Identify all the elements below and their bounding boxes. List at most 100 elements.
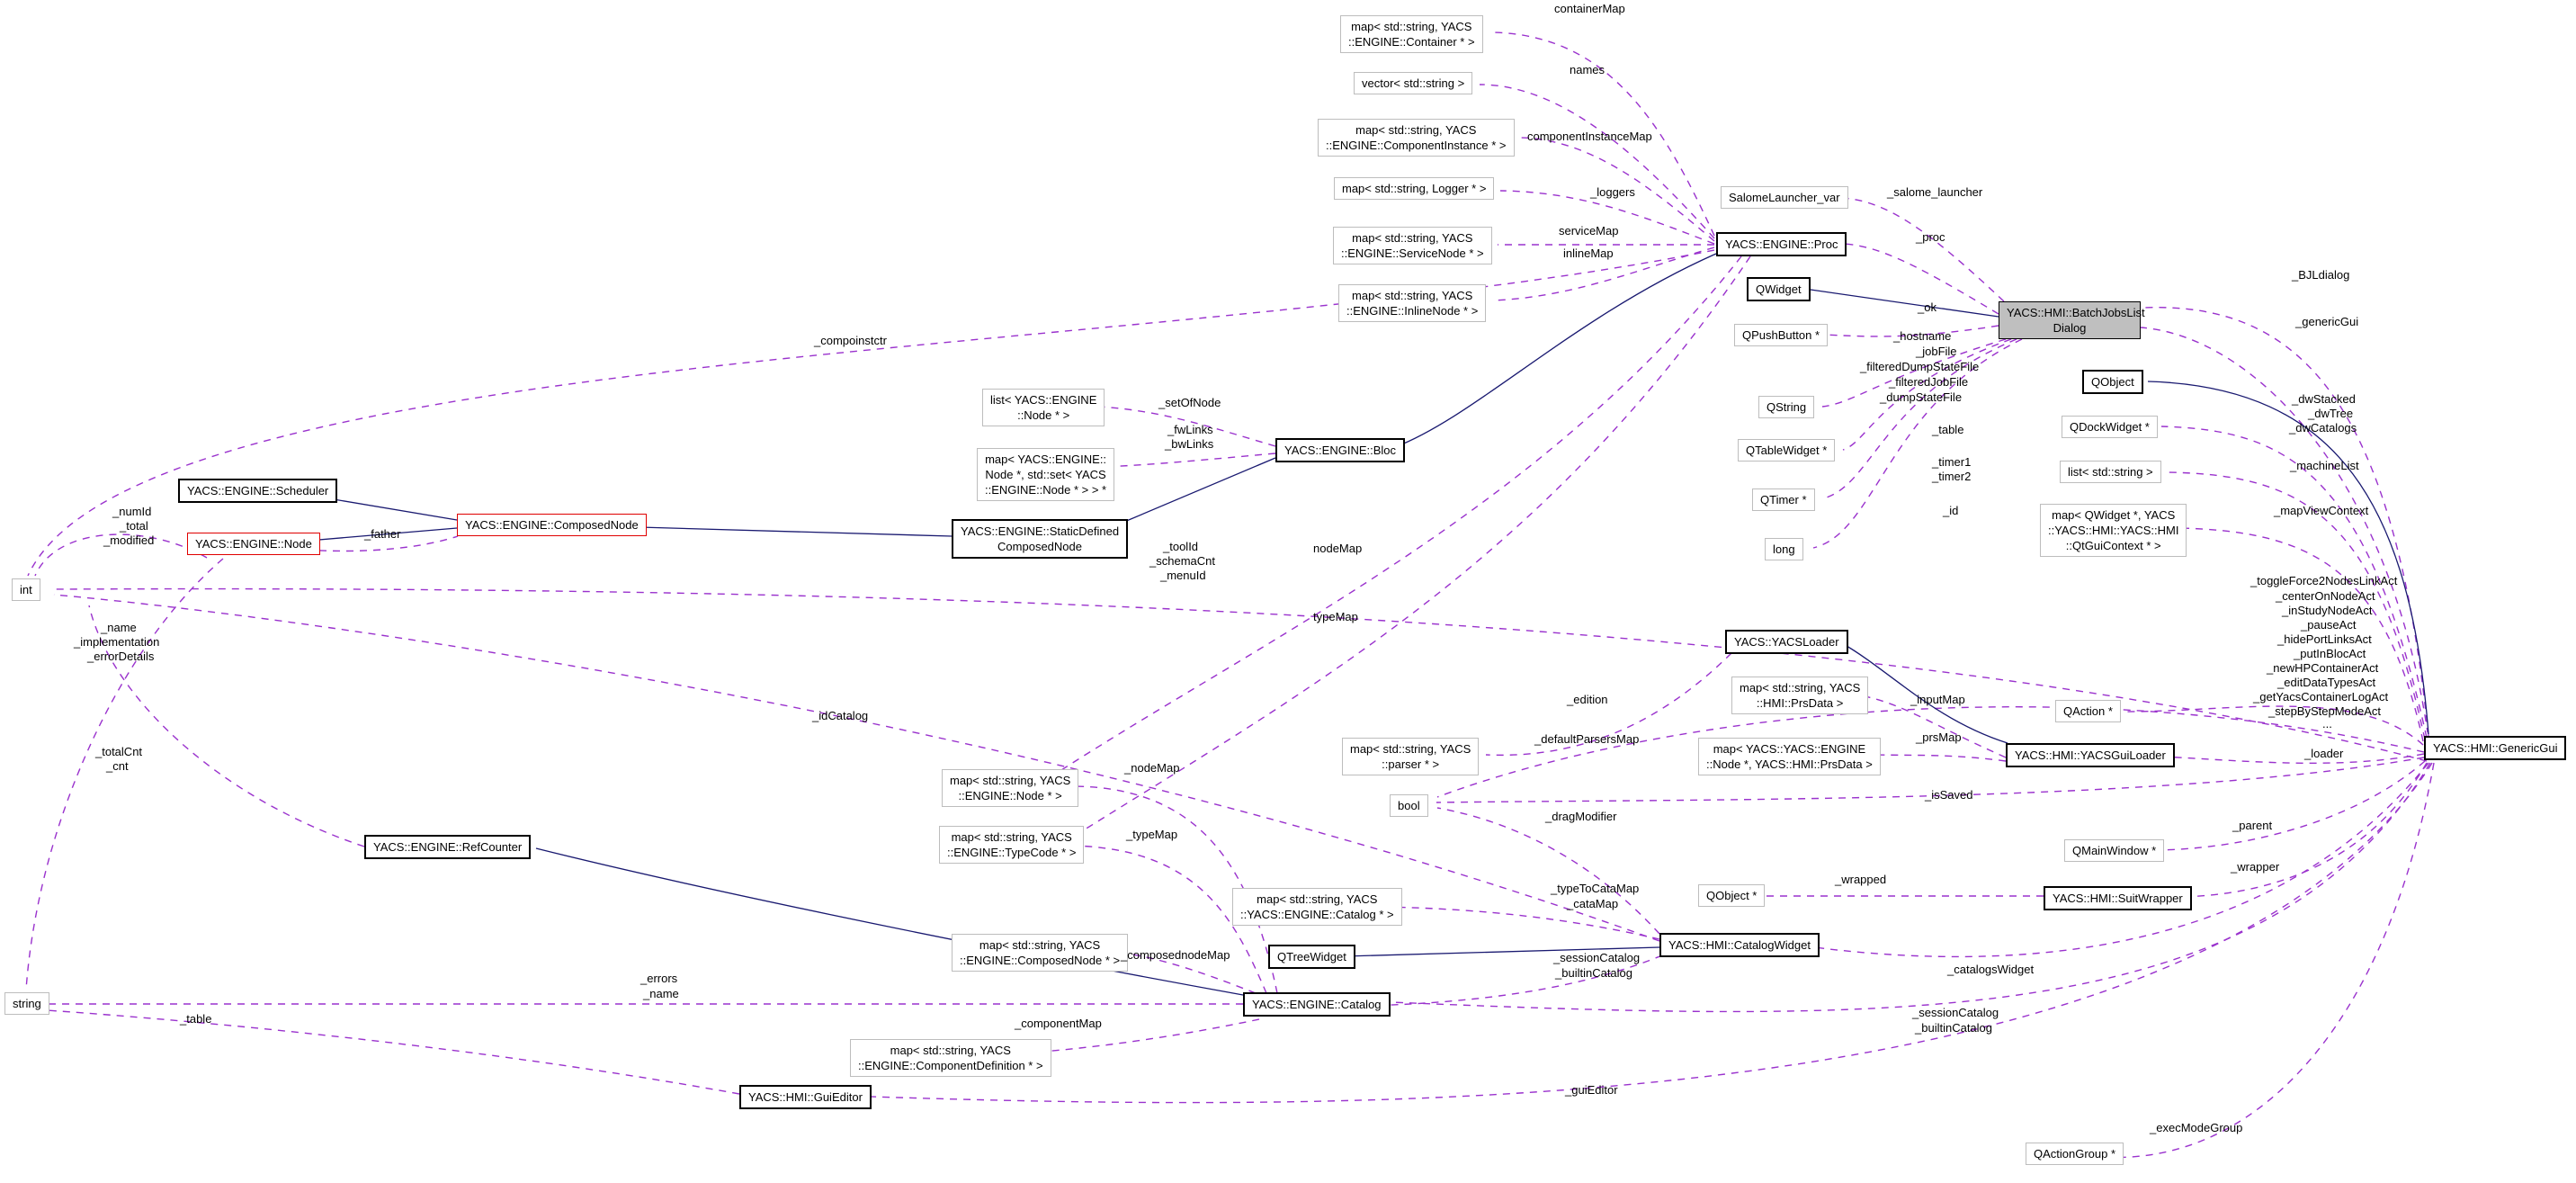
class-box-yacs-engine-scheduler[interactable]: YACS::ENGINE::Scheduler: [178, 479, 338, 504]
edge-label-schemacnt: _schemaCnt: [1149, 554, 1215, 568]
edge-label-salome-launcher: _salome_launcher: [1887, 185, 1983, 199]
edge-label-implementation: _implementation: [74, 635, 160, 649]
edge-label-componentmap: _componentMap: [1015, 1017, 1102, 1030]
edge-guieditor-string-table: [46, 1009, 740, 1095]
edge-label-toolid: _toolId: [1163, 540, 1199, 553]
edge-label-dwcatalogs: _dwCatalogs: [2289, 421, 2357, 435]
type-box-container-map: map< std::string, YACS ::ENGINE::Contain…: [1340, 15, 1483, 54]
edge-label-name: _name: [101, 621, 137, 634]
class-box-refcounter[interactable]: YACS::ENGINE::RefCounter: [364, 835, 532, 860]
edge-guiloader-mapnodeprs-prsmap: [1874, 754, 2007, 762]
edge-label-name2: _name: [643, 987, 679, 1000]
type-box-bool: bool: [1390, 794, 1428, 818]
class-box-yacsloader[interactable]: YACS::YACSLoader: [1725, 630, 1848, 655]
edge-label-cnt: _cnt: [106, 759, 129, 773]
type-box-map-node-prsdata: map< YACS::YACS::ENGINE ::Node *, YACS::…: [1698, 738, 1881, 776]
edge-label-typemap: typeMap: [1313, 610, 1358, 623]
class-box-guieditor[interactable]: YACS::HMI::GuiEditor: [739, 1085, 872, 1110]
edge-label-toggleforce2nodeslinkact: _toggleForce2NodesLinkAct: [2250, 574, 2398, 587]
edge-label-wrapped: _wrapped: [1835, 873, 1887, 886]
type-box-map-string-node: map< std::string, YACS ::ENGINE::Node * …: [942, 769, 1079, 808]
type-box-map-typecode: map< std::string, YACS ::ENGINE::TypeCod…: [939, 826, 1085, 865]
edge-refcounter-int: [88, 605, 365, 847]
edge-label-names: names: [1570, 63, 1606, 76]
class-box-yacs-engine-bloc[interactable]: YACS::ENGINE::Bloc: [1275, 438, 1406, 463]
class-box-batchjobslistdialog[interactable]: YACS::HMI::BatchJobsList Dialog: [1999, 301, 2145, 340]
edge-bjl-qstring: [1821, 338, 2007, 408]
type-box-map-node-set: map< YACS::ENGINE:: Node *, std::set< YA…: [977, 448, 1115, 502]
edge-proc-int-compoinstctr: [27, 249, 1715, 577]
type-box-componentinstance-map: map< std::string, YACS ::ENGINE::Compone…: [1318, 119, 1515, 157]
edge-label-stepbystepmodeact: _stepByStepModeAct: [2268, 704, 2382, 718]
edge-label-execmodegroup: _execModeGroup: [2150, 1121, 2243, 1134]
edge-label-nodemap2: _nodeMap: [1124, 761, 1180, 775]
type-box-list-string: list< std::string >: [2060, 461, 2161, 484]
edge-bloc-staticdefined-inherit: [1117, 457, 1276, 525]
edge-catalogwidget-int-idcatalog: [53, 594, 1660, 942]
edge-proc-componentinstancemap: [1518, 137, 1715, 242]
edge-bjl-long: [1812, 338, 2023, 549]
edge-label-menuid: _menuId: [1160, 569, 1206, 582]
class-box-yacs-engine-composednode[interactable]: YACS::ENGINE::ComposedNode: [457, 514, 647, 537]
class-box-staticdefinedcomposednode[interactable]: YACS::ENGINE::StaticDefined ComposedNode: [952, 519, 1129, 560]
edge-label-modified: _modified: [103, 533, 155, 547]
class-box-yacs-engine-proc[interactable]: YACS::ENGINE::Proc: [1716, 232, 1847, 257]
class-box-catalogwidget[interactable]: YACS::HMI::CatalogWidget: [1659, 933, 1820, 958]
edge-label-filteredjobfile: _filteredJobFile: [1889, 375, 1969, 389]
edge-label-editdatatypesact: _editDataTypesAct: [2277, 676, 2376, 689]
edge-node-int: [34, 533, 208, 577]
class-box-yacsguiloader[interactable]: YACS::HMI::YACSGuiLoader: [2006, 743, 2175, 768]
edge-gg-yacsguiloader: [2161, 753, 2425, 765]
edge-catalog-maptypecode-typemap: [1070, 845, 1267, 994]
class-box-yacs-engine-catalog[interactable]: YACS::ENGINE::Catalog: [1243, 992, 1391, 1017]
edge-gg-bool-edition: [1436, 706, 2425, 798]
type-box-long: long: [1765, 538, 1803, 561]
edge-label-bwlinks: _bwLinks: [1165, 437, 1214, 451]
type-box-int: int: [12, 578, 40, 602]
edge-gg-qobject-inherit: [2147, 381, 2429, 735]
edge-guiloader-yacsloader-inherit: [1841, 642, 2008, 744]
edge-catalog-mapnode-nodemap: [1068, 785, 1278, 994]
type-box-qtimer: QTimer *: [1752, 488, 1815, 512]
type-box-qdockwidget: QDockWidget *: [2062, 416, 2158, 439]
class-box-yacs-engine-node[interactable]: YACS::ENGINE::Node: [187, 533, 320, 556]
edge-label-catalogswidget: _catalogsWidget: [1947, 963, 2035, 976]
edge-label-totalcnt: _totalCnt: [95, 745, 143, 758]
edge-label-inlinemap: inlineMap: [1563, 246, 1614, 260]
class-box-qtreewidget[interactable]: QTreeWidget: [1268, 945, 1355, 970]
edge-label-componentinstancemap: componentInstanceMap: [1527, 130, 1652, 143]
edge-label-defaultparsersmap: _defaultParsersMap: [1534, 732, 1640, 746]
edge-gg-catalog: [1368, 762, 2431, 1013]
edge-label-loader: _loader: [2304, 747, 2344, 760]
edge-label-hideportlinksact: _hidePortLinksAct: [2277, 632, 2372, 646]
type-box-qtablewidget: QTableWidget *: [1738, 439, 1836, 462]
edge-label-dragmodifier: _dragModifier: [1545, 810, 1617, 823]
type-box-map-componentdefinition: map< std::string, YACS ::ENGINE::Compone…: [850, 1039, 1051, 1078]
edge-label-servicemap: serviceMap: [1559, 224, 1619, 237]
class-box-suitwrapper[interactable]: YACS::HMI::SuitWrapper: [2044, 886, 2192, 911]
class-box-qobject[interactable]: QObject: [2082, 370, 2143, 395]
edge-label-table2: _table: [180, 1012, 212, 1026]
edge-gg-qmainwindow: [2153, 760, 2426, 851]
edge-label-sessioncatalog: _sessionCatalog: [1553, 951, 1641, 964]
edge-label-timer1: _timer1: [1932, 455, 1972, 469]
edge-label-table: _table: [1932, 423, 1964, 436]
edge-label-typetocatamap: _typeToCataMap: [1551, 882, 1640, 895]
edge-staticdefined-composednode-inherit: [607, 525, 953, 537]
class-box-qwidget[interactable]: QWidget: [1747, 277, 1811, 302]
type-box-qstring: QString: [1758, 396, 1815, 419]
edge-label-machinelist: _machineList: [2290, 459, 2359, 472]
edge-label-id: _id: [1943, 504, 1959, 517]
edge-label-ellipsis: ...: [2322, 717, 2332, 730]
edge-gg-int: [51, 587, 2428, 762]
class-box-genericgui[interactable]: YACS::HMI::GenericGui: [2424, 736, 2567, 761]
edge-yacsloader-mapparser-defaultparsersmap: [1485, 652, 1732, 757]
edge-label-dwstacked: _dwStacked: [2292, 392, 2356, 406]
edge-label-ok: _ok: [1918, 300, 1936, 314]
edge-bjl-proc: [1842, 243, 1999, 315]
edge-label-father: _father: [364, 527, 401, 541]
edge-label-inputmap: _inputMap: [1910, 693, 1965, 706]
edge-label-parent: _parent: [2232, 819, 2273, 832]
type-box-map-prsdata: map< std::string, YACS ::HMI::PrsData >: [1731, 677, 1869, 715]
edge-gg-mapviewcontext: [2178, 527, 2424, 742]
